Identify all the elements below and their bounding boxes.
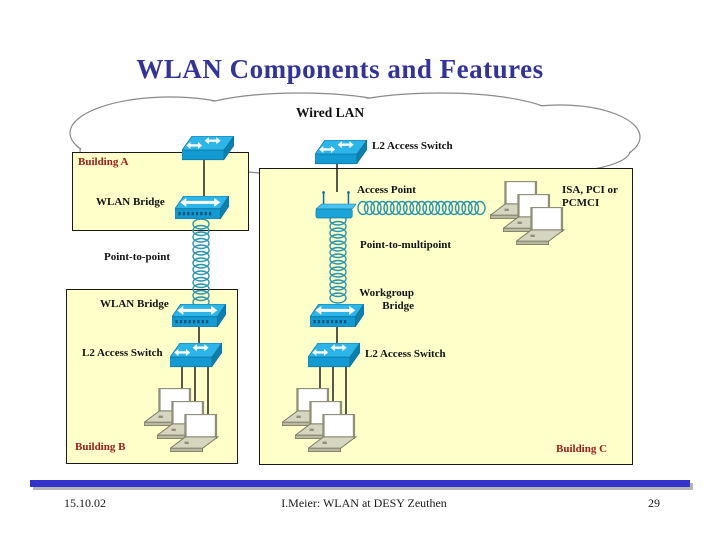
cloud-switch-a-icon [182, 136, 234, 161]
access-point-icon [315, 190, 357, 219]
point-to-point-label: Point-to-point [104, 251, 170, 263]
laptop-icon [516, 207, 565, 246]
point-to-multipoint-label: Point-to-multipoint [360, 239, 452, 251]
client-adapter-label: ISA, PCI or PCMCI [562, 184, 618, 209]
building-b-label: Building B [75, 441, 126, 453]
wlan-bridge-a-icon [175, 196, 229, 219]
access-point-label: Access Point [357, 184, 416, 196]
footer-page-number: 29 [648, 496, 660, 510]
coil-point-to-point [192, 218, 210, 308]
wlan-bridge-b-label: WLAN Bridge [100, 298, 169, 310]
wired-lan-label: Wired LAN [296, 105, 365, 120]
l2-access-switch-b-label: L2 Access Switch [82, 347, 163, 359]
footer-divider-bar [30, 480, 690, 487]
building-a-label: Building A [78, 156, 129, 168]
laptop-icon [170, 414, 220, 453]
building-c-label: Building C [556, 443, 608, 455]
cloud-l2-access-switch-icon [315, 140, 367, 165]
l2-access-switch-c-icon [308, 343, 360, 368]
cloud-l2-access-switch-label: L2 Access Switch [372, 140, 453, 152]
wlan-bridge-a-label: WLAN Bridge [96, 196, 165, 208]
laptop-icon [308, 414, 358, 453]
l2-access-switch-b-icon [170, 343, 222, 368]
slide-title: WLAN Components and Features [136, 54, 544, 84]
wlan-bridge-b-icon [172, 304, 226, 327]
footer-date: 15.10.02 [64, 496, 106, 510]
coil-point-to-multipoint-vertical [329, 214, 347, 304]
coil-point-to-multipoint-horizontal [357, 200, 486, 216]
workgroup-bridge-label: Workgroup Bridge [359, 287, 414, 312]
l2-access-switch-c-label: L2 Access Switch [365, 348, 446, 360]
footer-credit: I.Meier: WLAN at DESY Zeuthen [281, 496, 447, 510]
